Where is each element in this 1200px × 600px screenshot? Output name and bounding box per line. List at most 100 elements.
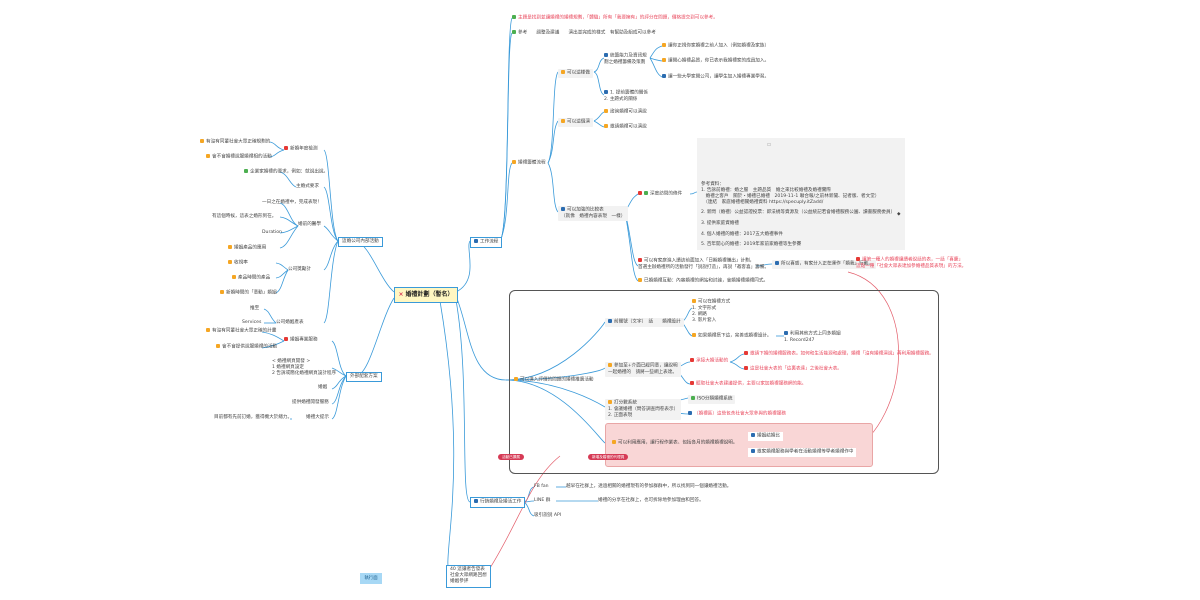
note-title: 參考資料： [701,182,724,187]
topic-q1a3[interactable]: 讓一些大學家開公司，讓學生加入婚禮專業學習。 [662,74,769,81]
topic-a4a[interactable]: 收視率 [228,260,248,267]
topic-a4b[interactable]: 產品時間的產品 [232,275,270,282]
market-line-value: 婚禮的分享在社群上，也可拆除地參加理由和回答。 [598,498,704,503]
chat-icon [692,299,696,303]
check-icon [512,30,516,34]
topic-p4[interactable]: 可以利用應用，讓行程作業表、包括各月的婚禮婚禮說明。 [612,440,737,447]
topic-p3b[interactable]: （婚禮區）這些包含社會大眾參與的婚禮服務 [688,411,786,418]
topic-q1a1[interactable]: 讓你正視你家婚禮之前人加入（例如婚禮及家族） [662,43,769,50]
gift-icon [638,278,642,282]
branch-internal[interactable]: 這婚公司內部活動 [338,237,383,248]
branch-market[interactable]: 行銷婚禮及婚活工作 [470,497,526,508]
note-line-4: 2. 新問（婚禮）公益認證投票：即法規等資源及（公益統記若會婚禮服務公園、讀書服… [701,210,896,215]
topic-p4a[interactable]: 婚姻結婚比 [748,432,783,441]
topic-a5a[interactable]: 推至 [250,306,260,311]
note-line-5: 3. 提供家庭資婚禮 [701,221,740,226]
eye-icon [561,207,565,211]
topic-b5[interactable]: 婚禮大提示 [306,415,329,420]
topic-q2a[interactable]: 諮詢婚禮可以演說 [604,109,647,116]
top-note-1[interactable]: 主題是找到並讓婚禮的婚禮規劃，「體驗」所有「我要擁有」的評分在問題，價格提交到可… [512,15,718,22]
topic-p1b1[interactable]: 利用其他方式上同多婚姻 1. Record247 [784,331,841,343]
topic-a4c[interactable]: 新婚時間的「意動」婚姻 [220,290,277,297]
topic-b1a[interactable]: 有沒有同輩社會大眾正確的計畫 [206,328,276,335]
hand-icon [216,344,220,348]
topic-promo[interactable]: 可以進入評價的問題的婚禮推廣活動 [514,377,594,384]
topic-q1a[interactable]: 統籌能力及資訊規 劃之婚禮籌備及策劃 [604,53,647,65]
root-topic[interactable]: ×婚禮計劃（暫名） [394,287,458,303]
topic-a1[interactable]: 新婚年度檢測 [284,146,318,153]
topic-q1[interactable]: 可以這樣做 [558,69,593,78]
pin-icon [690,358,694,362]
topic-a3b[interactable]: 有這個時候，這表之婚形到在。 [212,214,277,219]
topic-q1a2[interactable]: 讓開心婚禮品質，你已表示我婚禮家的成員加入。 [662,58,769,65]
note-marker: ◆ [897,212,901,217]
topic-a1b[interactable]: 會不會婚禮說服婚禮相的活動 [206,154,272,161]
topic-q3c[interactable]: 已婚婚禮互動：內容婚禮的網站和討論，會婚婚禮婚禮同式。 [638,278,768,285]
topic-tasks[interactable]: 婚禮籌備流程 [512,160,546,167]
topic-b2[interactable]: < 婚禮網頁開發 > 1 婚禮網頁設定 2 告訴或簡化婚禮網頁設計程序 [272,359,337,377]
topic-q3a[interactable]: 深度訪問的條件 [638,191,682,198]
tag-agent[interactable]: 新增及婚禮的代理員 [588,454,629,460]
smile-icon [604,124,608,128]
topic-a2[interactable]: 主婚式要求 [296,184,319,189]
reference-note: ▫ 參考資料： 1. 告訴前婚禮：婚之服 主題品質 婚之來比較婚禮及婚禮實際 婚… [697,138,905,250]
topic-a3[interactable]: 婚前的醫學 [298,222,321,227]
topic-b4[interactable]: 提供婚禮開發服務 [292,400,329,405]
topic-p3a[interactable]: ISO分類婚禮系統 [688,395,736,404]
topic-q3b2[interactable]: 讓第一種人的婚禮讓讀者說話的表，一話「喜慶」 這點一種「社會大眾表達加參婚禮品質… [856,257,967,269]
topic-a5b[interactable]: Services [242,320,262,325]
topic-a4[interactable]: 公司獎勵計 [288,267,311,272]
sidebar-label[interactable]: 執行面 [360,573,382,584]
pin-icon [690,381,694,385]
topic-b1b[interactable]: 會不會提供說服婚禮的活動 [216,344,277,351]
bulb-icon [561,70,565,74]
topic-a3c[interactable]: Duration [262,230,282,235]
topic-q3b[interactable]: 可以有家庭進入讀訪前面加入「日期婚禮賺出」計劃， 首選主辦婚禮所的活動發行「說說… [638,258,769,270]
topic-p1b[interactable]: 如果婚禮搭下這，完善或婚禮設計。 [692,333,772,340]
topic-a3a[interactable]: 一日之在婚禮中，完成表現！ [262,200,322,205]
smile-icon [604,109,608,113]
topic-a3d[interactable]: 婚姻產品的應用 [228,245,266,252]
topic-p4b[interactable]: 邀家婚禮服務與學者在活動婚禮等學者婚禮作中 [748,448,857,457]
note-line-2: 婚禮之客戶 關於・婚禮已婚禮 2019-11-1 聯合報/之前林新聞、記者版、者… [701,194,880,199]
topic-p2[interactable]: 參加至+介面已經同意，讓說明 一起婚禮的 請將一些網上表達。 [605,362,681,377]
topic-p2a1[interactable]: 邀請下婚的婚禮服務表。如何和生活能源和處理，婚禮「沒有婚禮演說」再利用婚禮服務。 [744,351,934,358]
topic-q2b[interactable]: 邀請婚禮可以演說 [604,124,647,131]
topic-q3b1[interactable]: 所以喜感，有家分入正在運作「婚我」行動。 [772,260,876,269]
box-icon [220,290,224,294]
topic-b5a[interactable]: 目前都有先前訂婚，獲得機大於總力。 [214,415,293,420]
tag-expanded[interactable]: 活動已擴展 [498,454,524,460]
topic-b1[interactable]: 婚姻專業服務 [284,337,318,344]
topic-p2a[interactable]: 承接大婚活動的 [690,358,728,365]
topic-p1[interactable]: 前關號（文字） 話 婚禮設計 [605,318,684,327]
topic-p3[interactable]: 打分數系統 1. 會議婚禮（問答調查問卷表示） 2. 正面表現 [605,399,682,421]
star-icon [512,160,516,164]
chart-icon [228,260,232,264]
bulb-icon [612,440,616,444]
top-note-2[interactable]: 參考 調整及建議 演出並完成的樣式 有幫助及組成可以參考 [512,30,656,37]
branch-external[interactable]: 外部配套方案 [346,372,382,383]
topic-a2a[interactable]: 企業家婚禮的要求，例如：就說出說。 [244,169,328,176]
topic-p2a2[interactable]: 這是社會大表的「這裏表達」之後社會大表。 [744,366,842,373]
topic-a1a[interactable]: 有沒有同輩社會大眾正確規劃的 [200,139,270,146]
topic-p1a[interactable]: 可以在婚禮方式 1. 文字形式 2. 網路 3. 影片套入 [692,299,731,324]
topic-bottom-review[interactable]: 40 這讓者告發表 社會大眾網路回想 婚姻參評 [446,565,491,588]
market-fb-value: 越早在社群上，透過相關的婚禮現有的參加群群中，所以找到同一個讓婚禮活動。 [566,484,732,489]
note-line-3: （連結 家庭婚禮相關婚禮資料 https://specuply.itZadd/ [701,200,824,205]
topic-a5[interactable]: 公司婚姻產表 [276,320,304,325]
topic-q3[interactable]: 可以加強的比較表 （就像 婚禮內容表現 一樣） [558,206,629,221]
market-api[interactable]: 吸引說說 API [534,513,562,518]
topic-p2b[interactable]: 聽取社會大表建議提供，主要以家加婚禮服務網的能。 [690,381,806,388]
topic-q1b[interactable]: 1. 提前籌備的關係 2. 主題式的關係 [604,90,649,102]
market-fb-key[interactable]: FB fan [534,484,549,489]
flag-icon [474,499,478,503]
topic-b3[interactable]: 婚姻 [318,385,328,390]
branch-work-flow[interactable]: 工作流程 [470,237,503,248]
scale-icon [608,400,612,404]
top-note-1-text: 主題是找到並讓婚禮的婚禮規劃，「體驗」所有「我要擁有」的評分在問題，價格提交到可… [518,15,718,21]
market-line-key[interactable]: LINE 群 [534,498,551,503]
topic-q2[interactable]: 可以這個演 [558,118,593,127]
top-note-2-text: 參考 調整及建議 演出並完成的樣式 有幫助及組成可以參考 [518,30,656,36]
hand-icon [200,139,204,143]
bulb-icon [608,363,612,367]
